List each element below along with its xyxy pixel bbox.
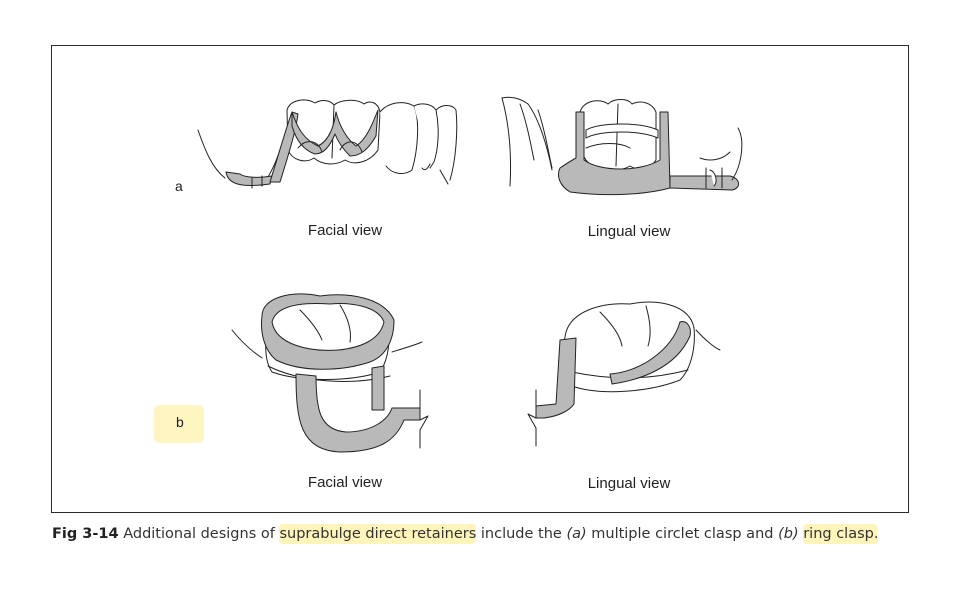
panel-a-lingual-view-label: Lingual view [587,223,671,240]
multiple-circlet-clasp-facial-drawing [197,99,458,189]
caption-italic-b: (b) [778,526,799,542]
caption-italic-a: (a) [566,526,587,542]
figure-number: Fig 3-14 [52,526,119,542]
multiple-circlet-clasp-lingual-drawing [501,96,743,196]
ring-clasp-lingual-drawing [527,301,721,447]
figure-caption: Fig 3-14 Additional designs of suprabulg… [52,524,879,544]
panel-b-highlight [154,405,204,443]
ring-clasp-facial-drawing [231,293,429,453]
panel-a-facial-view-label: Facial view [307,222,383,239]
caption-text-1: Additional designs of [118,526,280,542]
panel-b-lingual-view-label: Lingual view [587,475,671,492]
panel-a-label: a [175,178,183,194]
caption-highlight-suprabulge: suprabulge direct retainers [279,524,477,544]
caption-text-3: multiple circlet clasp and [586,526,779,542]
panel-b-label: b [176,414,184,430]
panel-b-facial-view-label: Facial view [307,474,383,491]
caption-text-2: include the [476,526,567,542]
caption-highlight-ring-clasp: ring clasp. [803,524,879,544]
